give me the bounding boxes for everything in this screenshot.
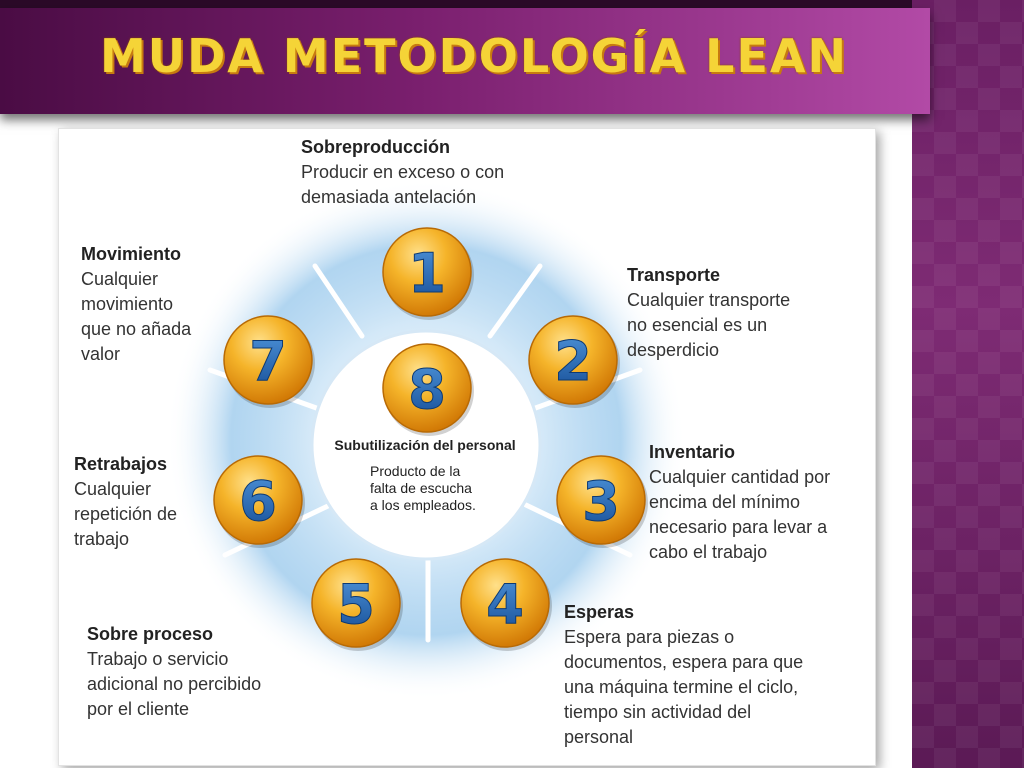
circle-3-disc bbox=[556, 455, 646, 545]
circle-5-number: 5 bbox=[337, 573, 375, 636]
circle-6-disc bbox=[213, 455, 303, 545]
circle-5: 5 bbox=[311, 558, 403, 651]
waste-description-2: Cualquier transporte no esencial es un d… bbox=[627, 290, 791, 360]
waste-label-5: Sobre proceso Trabajo o servicio adicion… bbox=[87, 622, 261, 722]
waste-title-7: Movimiento bbox=[81, 244, 182, 264]
circle-7-number: 7 bbox=[249, 330, 287, 393]
waste-title-6: Retrabajos bbox=[74, 454, 168, 474]
waste-description-5: Trabajo o servicio adicional no percibid… bbox=[87, 649, 262, 719]
waste-title-2: Transporte bbox=[627, 265, 721, 285]
waste-title-4: Esperas bbox=[564, 602, 635, 622]
center-disc bbox=[310, 329, 542, 561]
waste-label-4: Esperas Espera para piezas o documentos,… bbox=[564, 600, 803, 750]
waste-description-1: Producir en exceso o con demasiada antel… bbox=[301, 162, 505, 207]
waste-description-4: Espera para piezas o documentos, espera … bbox=[564, 627, 804, 747]
center-description: Producto de la falta de escucha a los em… bbox=[370, 463, 476, 513]
circle-4: 4 bbox=[460, 558, 552, 651]
circle-7-disc bbox=[223, 315, 313, 405]
side-panel bbox=[912, 0, 1024, 768]
waste-description-6: Cualquier repetición de trabajo bbox=[74, 479, 178, 549]
circle-center-8: 8 bbox=[382, 343, 474, 436]
waste-label-3: Inventario Cualquier cantidad por encima… bbox=[649, 440, 830, 565]
circle-4-number: 4 bbox=[486, 573, 524, 636]
circle-center-8-number: 8 bbox=[408, 358, 446, 421]
circle-5-disc bbox=[311, 558, 401, 648]
circle-2-disc bbox=[528, 315, 618, 405]
circle-center-8-disc bbox=[382, 343, 472, 433]
waste-description-3: Cualquier cantidad por encima del mínimo… bbox=[649, 467, 831, 562]
circle-4-disc bbox=[460, 558, 550, 648]
circle-1-disc bbox=[382, 227, 472, 317]
circle-2-number: 2 bbox=[554, 330, 592, 393]
waste-label-2: Transporte Cualquier transporte no esenc… bbox=[627, 263, 790, 363]
waste-title-1: Sobreproducción bbox=[301, 137, 451, 157]
circle-7: 7 bbox=[223, 315, 315, 408]
circle-1: 1 bbox=[382, 227, 474, 320]
circle-2: 2 bbox=[528, 315, 620, 408]
waste-title-5: Sobre proceso bbox=[87, 624, 214, 644]
circle-6-number: 6 bbox=[239, 470, 277, 533]
center-title: Subutilización del personal bbox=[334, 437, 516, 453]
waste-label-6: Retrabajos Cualquier repetición de traba… bbox=[74, 452, 177, 552]
circle-3: 3 bbox=[556, 455, 648, 548]
circle-3-number: 3 bbox=[582, 470, 620, 533]
waste-title-3: Inventario bbox=[649, 442, 736, 462]
waste-label-1: Sobreproducción Producir en exceso o con… bbox=[301, 135, 504, 210]
waste-label-7: Movimiento Cualquier movimiento que no a… bbox=[81, 242, 191, 367]
top-strip bbox=[0, 0, 912, 8]
circle-1-number: 1 bbox=[408, 242, 446, 305]
circle-6: 6 bbox=[213, 455, 305, 548]
slide-title: MUDA METODOLOGÍA LEAN bbox=[100, 29, 848, 83]
title-banner: MUDA METODOLOGÍA LEAN bbox=[0, 8, 930, 114]
waste-description-7: Cualquier movimiento que no añada valor bbox=[81, 269, 192, 364]
